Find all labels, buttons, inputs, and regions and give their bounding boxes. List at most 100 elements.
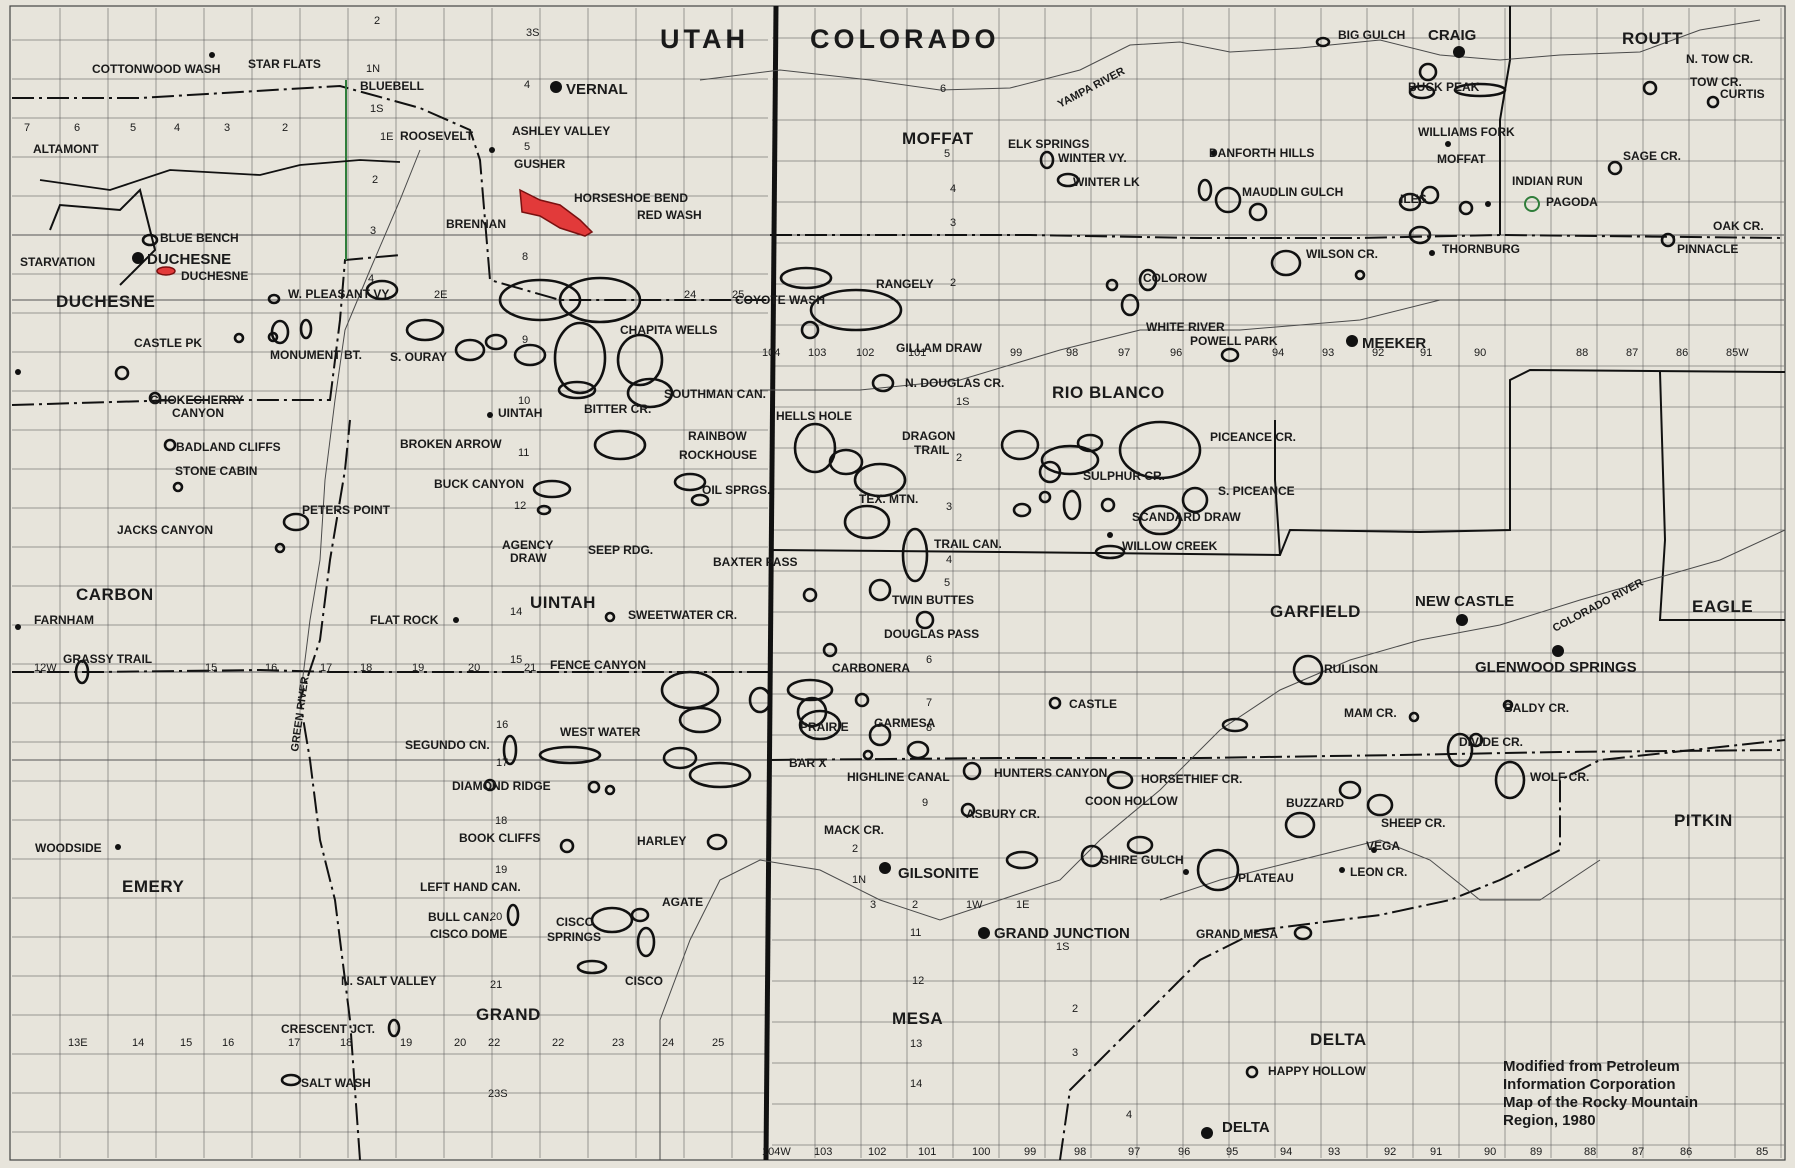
field-gusher: GUSHER <box>514 157 566 171</box>
co-township-5: 1S <box>956 396 969 408</box>
county-mesa: MESA <box>892 1009 943 1028</box>
field-curtis: CURTIS <box>1720 87 1765 101</box>
field-coyote-wash: COYOTE WASH <box>735 293 825 307</box>
credit-block: Modified from Petroleum Information Corp… <box>1503 1058 1698 1129</box>
field-rockhouse: ROCKHOUSE <box>679 448 757 462</box>
field-white-river: WHITE RIVER <box>1146 320 1225 334</box>
co-range-mid-9: 93 <box>1322 347 1334 359</box>
co-range-mid-16: 85W <box>1726 347 1749 359</box>
ut-township-18: 17 <box>496 757 508 769</box>
field-piceance-cr: PICEANCE CR. <box>1210 430 1296 444</box>
town-duchesne: DUCHESNE <box>147 251 231 268</box>
field-chapita-wells: CHAPITA WELLS <box>620 323 717 337</box>
town-vernal: VERNAL <box>566 81 628 98</box>
field-oak-cr: OAK CR. <box>1713 219 1764 233</box>
field-roosevelt: ROOSEVELT <box>400 129 474 143</box>
field-big-gulch: BIG GULCH <box>1338 28 1405 42</box>
field-colorow: COLOROW <box>1143 271 1208 285</box>
co-range-bottom-11: 93 <box>1328 1146 1340 1158</box>
field-cisco-dome: CISCO DOME <box>430 927 507 941</box>
field-segundo-cn: SEGUNDO CN. <box>405 738 490 752</box>
co-range-bottom-6: 98 <box>1074 1146 1086 1158</box>
ut-range-top-0: 7 <box>24 122 30 134</box>
field-mam-cr: MAM CR. <box>1344 706 1397 720</box>
field-horseshoe-bend: HORSESHOE BEND <box>574 191 688 205</box>
field-broken-arrow: BROKEN ARROW <box>400 437 502 451</box>
horseshoe-bend-field <box>519 188 594 237</box>
field-salt-wash: SALT WASH <box>301 1076 371 1090</box>
co-range-bottom-13: 91 <box>1430 1146 1442 1158</box>
co-range-bottom-5: 99 <box>1024 1146 1036 1158</box>
ut-township-20: 19 <box>495 864 507 876</box>
field-buck-canyon: BUCK CANYON <box>434 477 524 491</box>
co-township-0: 6 <box>940 83 946 95</box>
ut-township-13: 11 <box>518 447 529 459</box>
field-tex-mtn: TEX. MTN. <box>859 492 918 506</box>
co-township-9: 5 <box>944 577 950 589</box>
ut-range-bottom-11: 24 <box>662 1037 674 1049</box>
county-grand: GRAND <box>476 1005 541 1024</box>
ut-range-mid-1: 15 <box>205 662 217 674</box>
ut-range-top-1: 6 <box>74 122 80 134</box>
field-highline-canal: HIGHLINE CANAL <box>847 770 950 784</box>
field-williams-fork: WILLIAMS FORK <box>1418 125 1515 139</box>
ut-range-bottom-0: 13E <box>68 1037 88 1049</box>
town-dots <box>15 46 1564 1139</box>
co-range-mid-3: 101 <box>908 347 926 359</box>
field-n-salt-valley: N. SALT VALLEY <box>341 974 437 988</box>
field-sheep-cr: SHEEP CR. <box>1381 816 1445 830</box>
ut-township-5: 2 <box>372 174 378 186</box>
field-bull-can: BULL CAN. <box>428 910 492 924</box>
ut-township-15: 14 <box>510 606 522 618</box>
field-agate: AGATE <box>662 895 703 909</box>
field-baxter-pass: BAXTER PASS <box>713 555 797 569</box>
ut-range-mid-7: 21 <box>524 662 536 674</box>
field-southman-can: SOUTHMAN CAN. <box>664 387 766 401</box>
field-agency: AGENCY <box>502 538 553 552</box>
field-maudlin-gulch: MAUDLIN GULCH <box>1242 185 1343 199</box>
field-fence-canyon: FENCE CANYON <box>550 658 646 672</box>
county-duchesne: DUCHESNE <box>56 292 155 311</box>
co-range-bottom-18: 86 <box>1680 1146 1692 1158</box>
town-meeker: MEEKER <box>1362 335 1426 352</box>
ut-range-top-4: 3 <box>224 122 230 134</box>
ut-range-bottom-5: 18 <box>340 1037 352 1049</box>
ut-township-22: 21 <box>490 979 502 991</box>
field-plateau: PLATEAU <box>1238 871 1294 885</box>
ut-range-bottom-1: 14 <box>132 1037 144 1049</box>
field-peters-point: PETERS POINT <box>302 503 391 517</box>
ut-township-4: 1E <box>380 131 393 143</box>
field-castle-pk: CASTLE PK <box>134 336 202 350</box>
co-township-25: 2 <box>1072 1003 1078 1015</box>
co-township-3: 3 <box>950 217 956 229</box>
pagoda-marker <box>1524 196 1540 212</box>
field-chokecherry-canyon: CANYON <box>172 406 224 420</box>
field-woodside: WOODSIDE <box>35 841 102 855</box>
field-bar-x: BAR X <box>789 756 826 770</box>
co-township-21: 1S <box>1056 941 1069 953</box>
field-moffat: MOFFAT <box>1437 152 1486 166</box>
ut-range-bottom-4: 17 <box>288 1037 300 1049</box>
co-range-mid-6: 97 <box>1118 347 1130 359</box>
co-range-bottom-7: 97 <box>1128 1146 1140 1158</box>
town-new-castle: NEW CASTLE <box>1415 593 1514 610</box>
credit-line-4: Region, 1980 <box>1503 1112 1596 1129</box>
co-range-mid-7: 96 <box>1170 347 1182 359</box>
ut-range-mid-6: 20 <box>468 662 480 674</box>
field-hunters-canyon: HUNTERS CANYON <box>994 766 1107 780</box>
ut-range-bottom-6: 19 <box>400 1037 412 1049</box>
field-garmesa: GARMESA <box>874 716 936 730</box>
co-township-26: 3 <box>1072 1047 1078 1059</box>
field-s-piceance: S. PICEANCE <box>1218 484 1295 498</box>
field-rangely: RANGELY <box>876 277 934 291</box>
co-township-14: 2 <box>852 843 858 855</box>
field-carbonera: CARBONERA <box>832 661 910 675</box>
co-range-mid-1: 103 <box>808 347 826 359</box>
field-s-ouray: S. OURAY <box>390 350 447 364</box>
field-shire-gulch: SHIRE GULCH <box>1101 853 1184 867</box>
ut-township-11: 9 <box>522 334 528 346</box>
county-moffat: MOFFAT <box>902 129 974 148</box>
field-prairie: PRAIRIE <box>800 720 849 734</box>
co-range-bottom-9: 95 <box>1226 1146 1238 1158</box>
ut-township-7: 4 <box>368 273 374 285</box>
